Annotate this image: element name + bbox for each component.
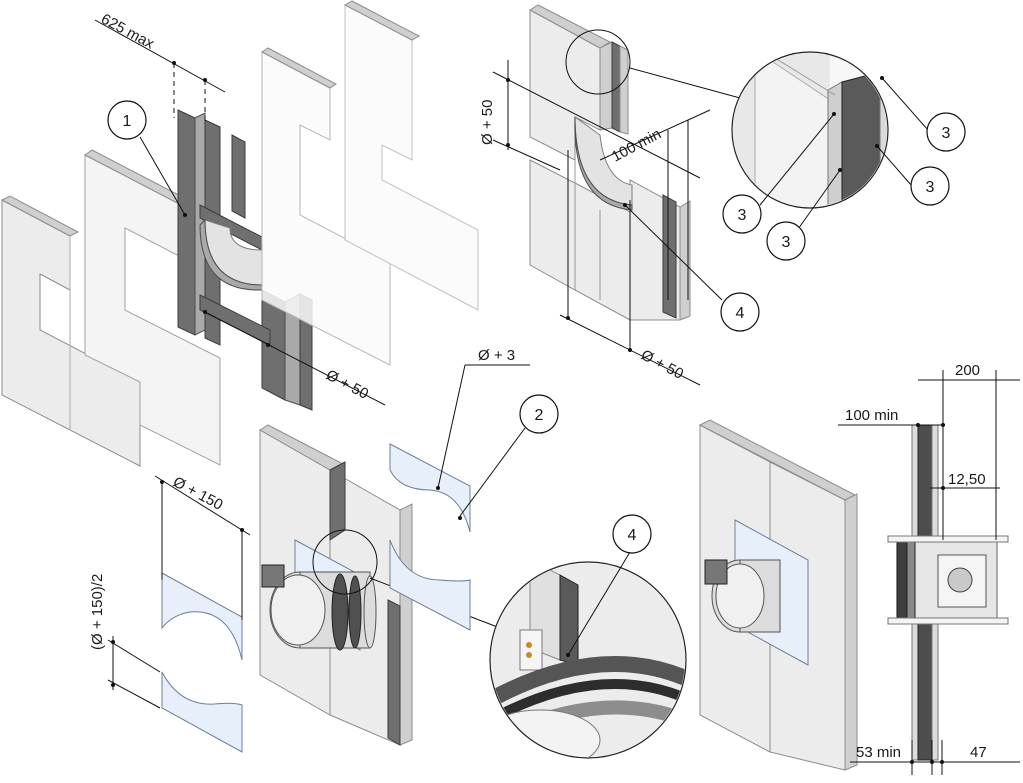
- wall-board-third: [261, 51, 391, 366]
- plate-halves: Ø + 3 2: [389, 347, 559, 631]
- sealing-plate-top: [161, 572, 243, 661]
- wall-board-outer-left-edge: [0, 195, 80, 237]
- dim-diam-plus-50-b: Ø + 50: [479, 100, 496, 145]
- dim-100-min-a: 100 min: [609, 125, 664, 165]
- stud-frame: [177, 109, 313, 411]
- callout-3b-circle: [910, 166, 950, 206]
- board-layer-detail: 3 3 3 3: [722, 51, 966, 261]
- dim-diam-plus-150-half: (Ø + 150)/2: [89, 574, 106, 650]
- callout-1-circle: [107, 100, 147, 140]
- callout-4b: 4: [628, 527, 637, 544]
- callout-3a-circle: [926, 112, 966, 152]
- callout-4a-circle: [720, 292, 760, 332]
- sealing-plate-bottom: [161, 671, 243, 753]
- callout-4a: 4: [736, 305, 745, 322]
- callout-1: 1: [123, 113, 132, 130]
- callout-3d: 3: [782, 234, 791, 251]
- dim-diam-plus-3: Ø + 3: [478, 347, 515, 364]
- exploded-wall-assembly: 625 max Ø + 50 1: [0, 0, 479, 467]
- callout-3d-circle: [766, 221, 806, 261]
- callout-4b-circle: [612, 514, 652, 554]
- callout-3a: 3: [942, 125, 951, 142]
- dim-diam-plus-50-c: Ø + 50: [638, 347, 686, 383]
- dim-200: 200: [955, 362, 980, 379]
- dim-100-min-b: 100 min: [845, 407, 898, 424]
- dim-625-max: 625 max: [98, 11, 157, 53]
- callout-2: 2: [535, 407, 544, 424]
- dim-53-min: 53 min: [856, 744, 901, 761]
- finished-wall-with-damper: [698, 419, 858, 771]
- dim-47: 47: [970, 744, 987, 761]
- wall-with-opening: Ø + 50 100 min Ø + 50 4: [479, 4, 760, 386]
- callout-3b: 3: [926, 179, 935, 196]
- callout-3c: 3: [738, 207, 747, 224]
- wall-board-fourth: [344, 4, 479, 311]
- damper-installed-wall: [259, 424, 501, 746]
- plate-dimension-diagram: Ø + 150 (Ø + 150)/2: [89, 474, 251, 753]
- section-view: 200 100 min 12,50 53 min 47: [838, 362, 1020, 775]
- callout-2-circle: [519, 394, 559, 434]
- dim-12-50: 12,50: [948, 471, 986, 488]
- seal-zoom-detail: 4: [489, 514, 687, 759]
- dim-diam-plus-150: Ø + 150: [170, 474, 225, 514]
- dim-diam-plus-50-a: Ø + 50: [323, 367, 371, 403]
- callout-3c-circle: [722, 194, 762, 234]
